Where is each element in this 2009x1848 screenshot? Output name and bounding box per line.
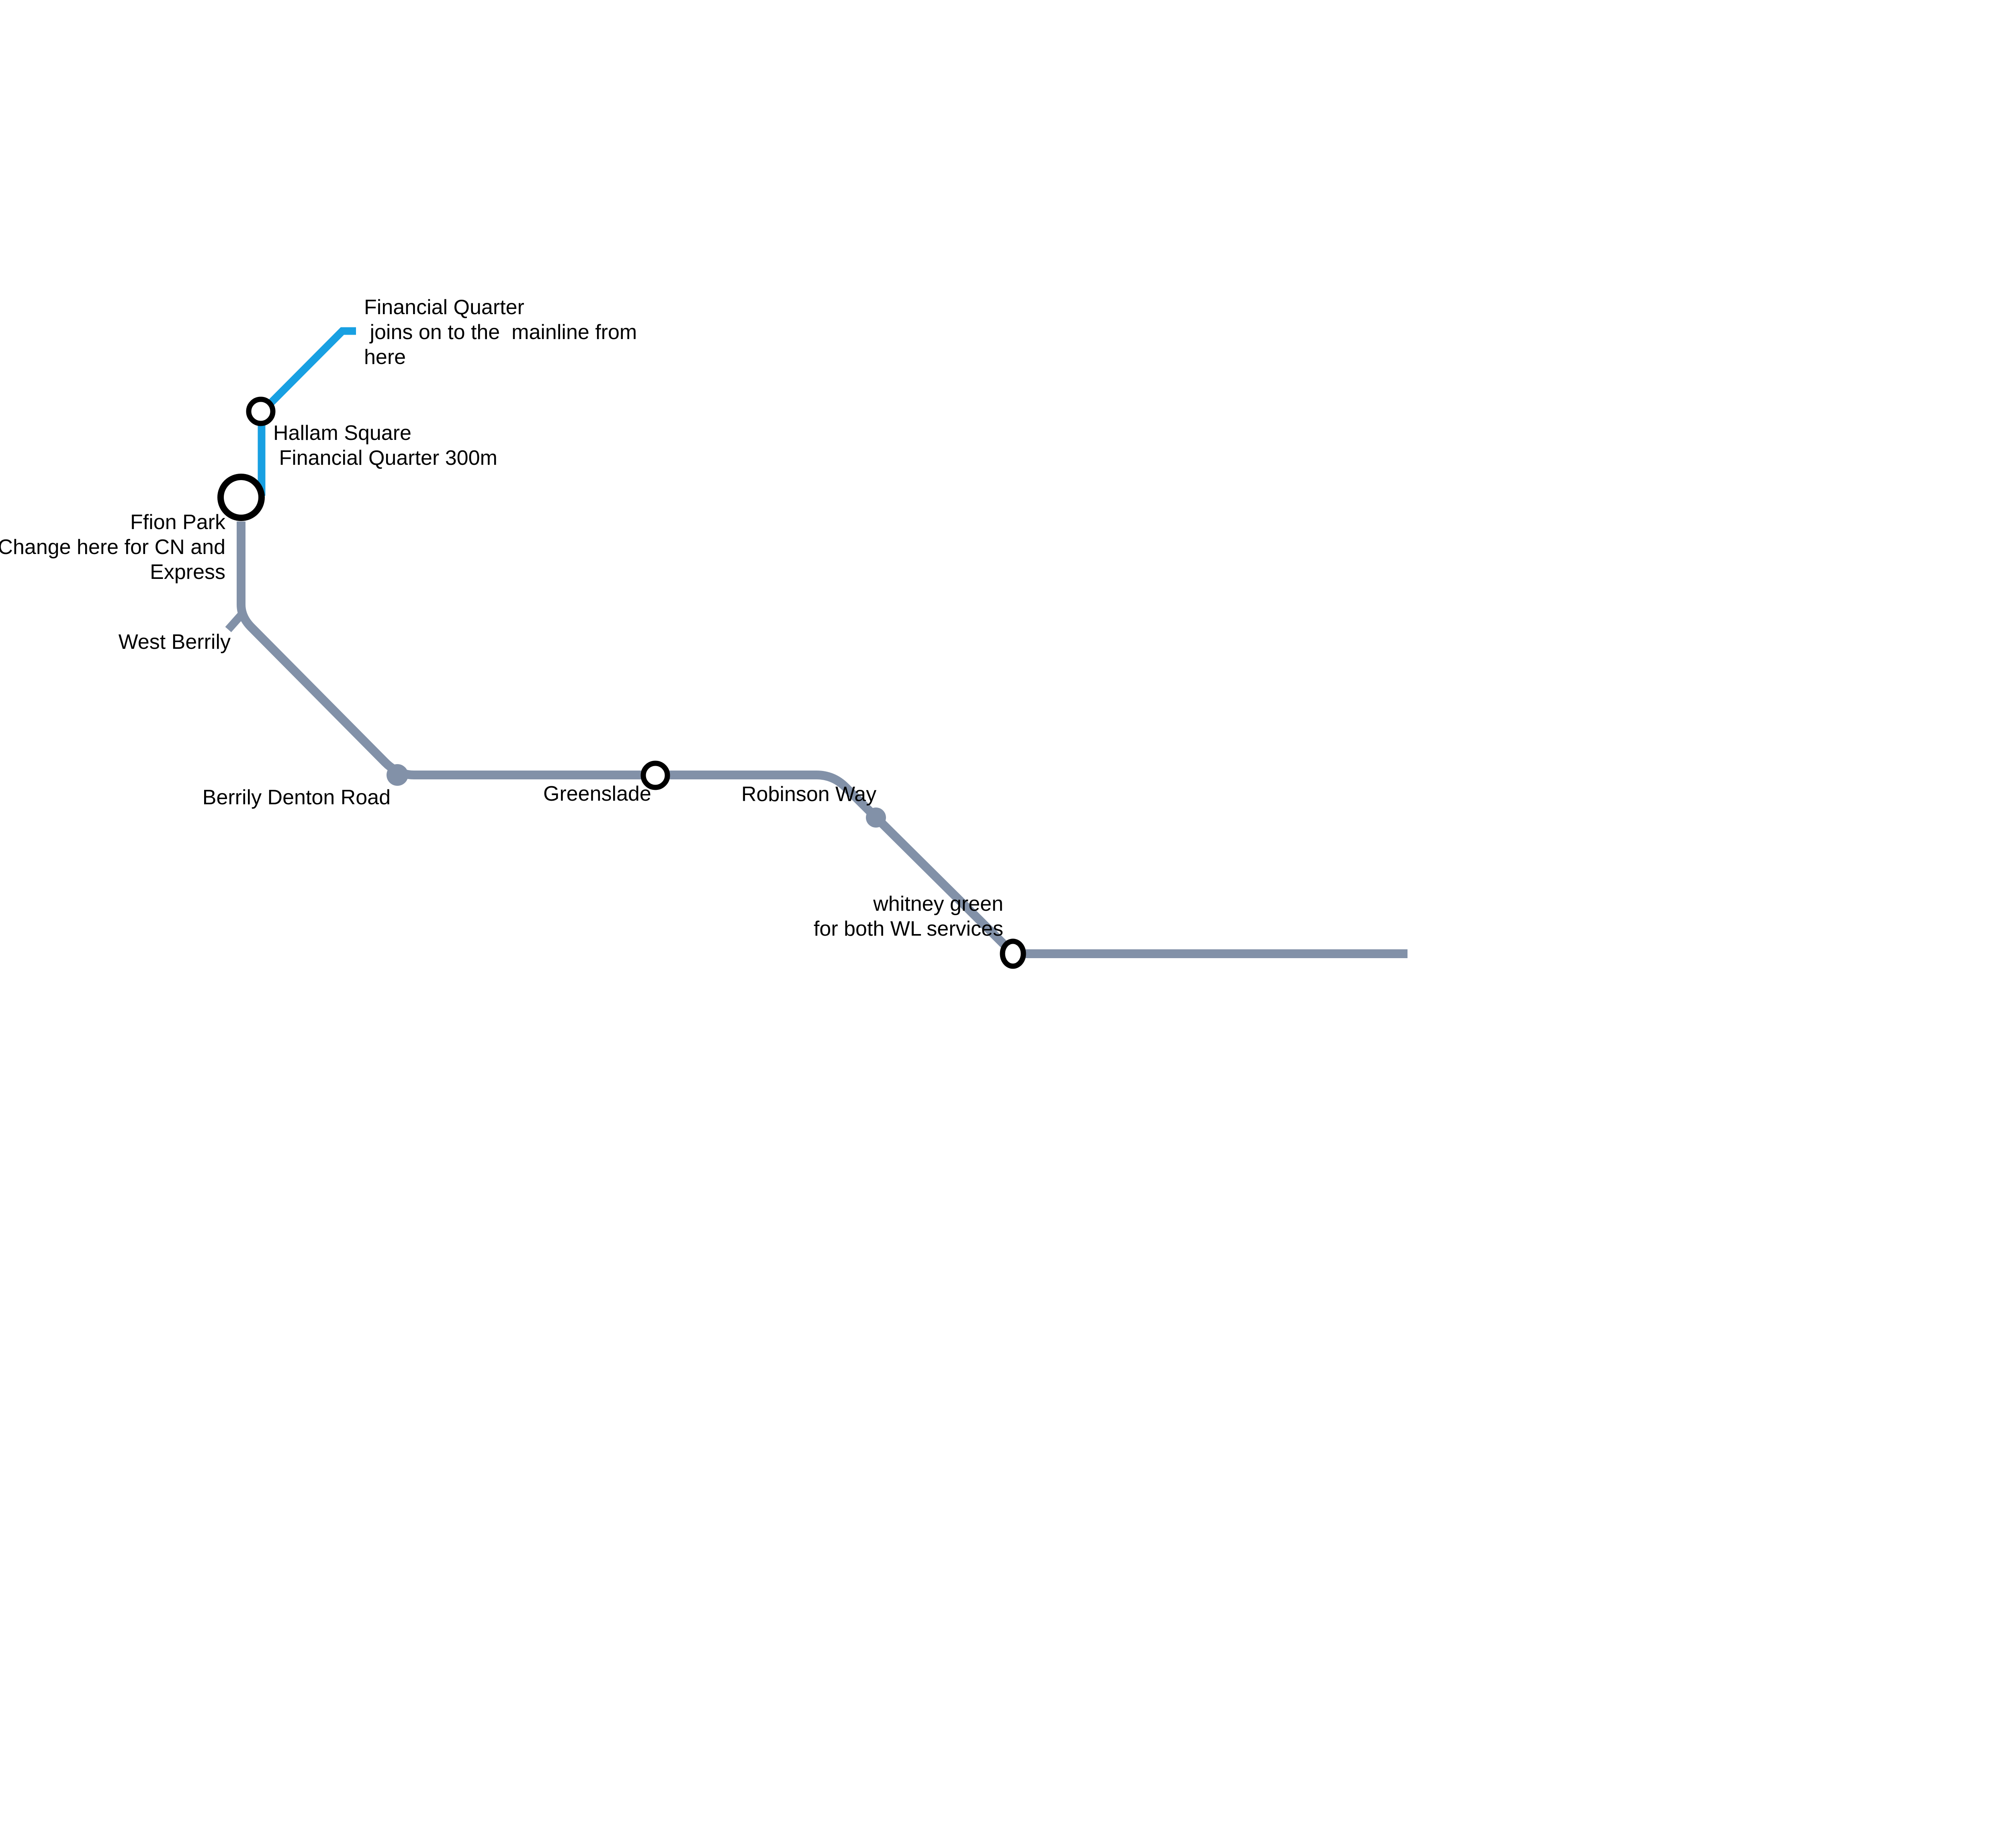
station-ring-ffion-park: [217, 474, 265, 521]
financial-quarter-branch-line: [258, 327, 356, 496]
station-label-line: Change here for CN and: [0, 536, 225, 559]
station-dot-berrily-denton-road: [387, 764, 408, 786]
station-label-line: Financial Quarter 300m: [273, 446, 497, 470]
station-label-line: Financial Quarter: [364, 296, 524, 319]
station-label-line: Hallam Square: [273, 421, 411, 445]
station-label-greenslade: Greenslade: [543, 781, 651, 806]
station-label-line: Ffion Park: [130, 511, 225, 534]
station-label-line: Express: [150, 560, 225, 584]
station-label-line: Berrily Denton Road: [202, 786, 391, 809]
station-label-line: whitney green: [873, 892, 1003, 916]
station-label-ffion-park: Ffion Park Change here for CN and Expres…: [0, 510, 225, 585]
station-label-financial-quarter: Financial Quarter joins on to the mainli…: [364, 295, 637, 370]
station-label-line: here: [364, 345, 406, 369]
station-label-line: for both WL services: [813, 917, 1003, 940]
station-label-line: Robinson Way: [741, 783, 877, 806]
station-label-hallam-square: Hallam Square Financial Quarter 300m: [273, 421, 497, 470]
station-label-line: joins on to the mainline from: [364, 321, 637, 344]
station-label-west-berrily: West Berrily: [119, 630, 231, 654]
station-label-line: Greenslade: [543, 782, 651, 805]
station-label-berrily-denton-road: Berrily Denton Road: [203, 785, 391, 810]
station-label-line: West Berrily: [118, 630, 231, 654]
station-ring-whitney-green: [1000, 938, 1026, 969]
station-label-robinson-way: Robinson Way: [741, 782, 876, 807]
station-label-whitney-green: whitney green for both WL services: [814, 891, 1003, 941]
station-tick-west-berrily: [225, 612, 244, 632]
station-ring-hallam-square: [246, 397, 276, 426]
mainline-path: [237, 521, 1408, 958]
station-ring-greenslade: [640, 760, 670, 790]
station-dot-robinson-way: [866, 807, 886, 828]
